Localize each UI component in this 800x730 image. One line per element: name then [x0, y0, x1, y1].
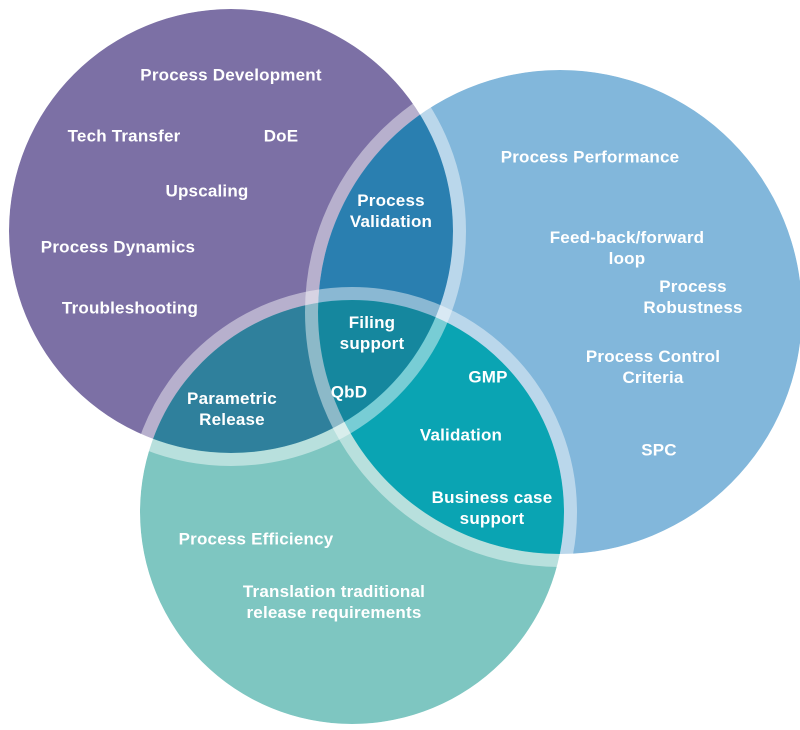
label-feed-back-forward-loop: Feed-back/forward loop	[549, 228, 705, 268]
label-gmp: GMP	[468, 367, 508, 387]
label-process-efficiency: Process Efficiency	[178, 529, 334, 549]
label-translation-traditional-release-requirements: Translation traditional release requirem…	[242, 582, 426, 622]
label-qbd: QbD	[330, 382, 368, 402]
label-troubleshooting: Troubleshooting	[61, 298, 199, 318]
label-validation: Validation	[419, 425, 503, 445]
label-process-performance: Process Performance	[500, 147, 680, 167]
label-upscaling: Upscaling	[165, 181, 249, 201]
label-process-dynamics: Process Dynamics	[40, 237, 196, 257]
rim-efficiency	[127, 287, 577, 730]
label-spc: SPC	[641, 440, 677, 460]
label-process-robustness: Process Robustness	[643, 277, 743, 317]
label-tech-transfer: Tech Transfer	[67, 126, 181, 146]
label-process-control-criteria: Process Control Criteria	[585, 347, 721, 387]
label-business-case-support: Business case support	[431, 488, 553, 528]
overlap-development-efficiency	[140, 300, 453, 453]
label-doe: DoE	[263, 126, 299, 146]
label-parametric-release: Parametric Release	[187, 389, 277, 429]
label-process-development: Process Development	[140, 65, 322, 85]
label-process-validation: Process Validation	[349, 191, 433, 231]
rim-performance	[305, 57, 800, 567]
rim-development	[0, 0, 466, 466]
label-filing-support: Filing support	[339, 313, 405, 353]
